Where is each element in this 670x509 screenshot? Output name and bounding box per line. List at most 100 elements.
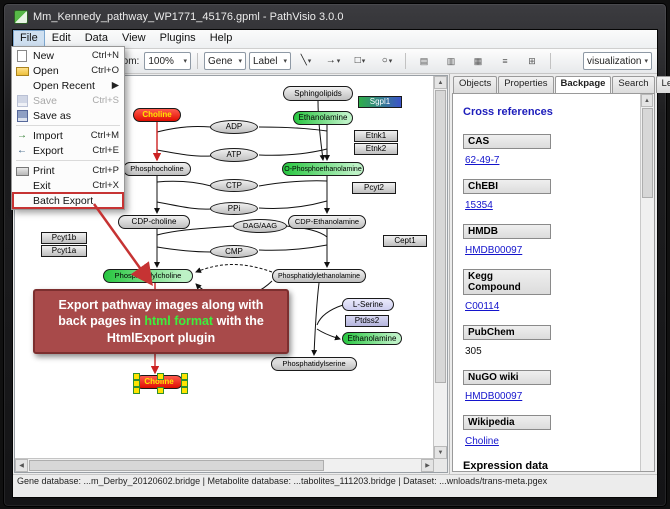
- oval-tool-button[interactable]: ○▾: [375, 51, 399, 71]
- pathway-node-sphingolipids[interactable]: Sphingolipids: [283, 86, 353, 101]
- vertical-scroll-thumb[interactable]: [435, 90, 446, 383]
- saveas-icon: [16, 109, 29, 122]
- menu-file[interactable]: File: [13, 30, 45, 48]
- titlebar[interactable]: Mm_Kennedy_pathway_WP1771_45176.gpml - P…: [14, 8, 656, 26]
- xref-link[interactable]: 15354: [465, 200, 493, 211]
- xref-link[interactable]: C00114: [465, 301, 500, 312]
- datanode-dropdown[interactable]: Gene ▾: [204, 52, 246, 70]
- selection-handle[interactable]: [181, 380, 188, 387]
- pathway-node-etnk2[interactable]: Etnk2: [354, 143, 398, 155]
- selection-handle[interactable]: [181, 387, 188, 394]
- rectangle-tool-button[interactable]: □▾: [348, 51, 372, 71]
- scroll-up-button[interactable]: ▲: [434, 76, 447, 89]
- pathway-node-phosphatidylserine[interactable]: Phosphatidylserine: [271, 357, 357, 371]
- window-title: Mm_Kennedy_pathway_WP1771_45176.gpml - P…: [33, 11, 344, 23]
- scroll-left-button[interactable]: ◀: [15, 459, 28, 472]
- tab-legend[interactable]: Legend: [655, 76, 670, 93]
- visualization-dropdown[interactable]: visualization ▾: [583, 52, 652, 70]
- tab-properties[interactable]: Properties: [498, 76, 554, 93]
- pathway-node-pcyt1b[interactable]: Pcyt1b: [41, 232, 87, 244]
- canvas-horizontal-scrollbar[interactable]: ◀ ▶: [15, 458, 434, 472]
- distribute-button[interactable]: ≡: [493, 51, 517, 71]
- pathway-node-cdp-choline[interactable]: CDP-choline: [118, 215, 190, 229]
- scroll-down-button[interactable]: ▼: [434, 446, 447, 459]
- xref-link[interactable]: Choline: [465, 436, 499, 447]
- panel-scrollbar[interactable]: ▲: [640, 94, 654, 471]
- label-dropdown-value: Label: [253, 55, 278, 67]
- pathway-node-cmp[interactable]: CMP: [210, 245, 258, 258]
- pathway-node-ppi[interactable]: PPi: [210, 202, 258, 215]
- align-horizontal-button[interactable]: ▤: [412, 51, 436, 71]
- tab-objects[interactable]: Objects: [453, 76, 498, 93]
- pathway-node-phosphatidylcholine[interactable]: Phosphatidylcholine: [103, 269, 193, 283]
- arrow-icon: →: [325, 55, 336, 66]
- pathway-node-o-phosphoethanolamine[interactable]: O-Phosphoethanolamine: [282, 162, 364, 176]
- menu-data[interactable]: Data: [84, 32, 108, 44]
- selection-handle[interactable]: [157, 373, 164, 380]
- file-menu-item-open-recent[interactable]: Open Recent▶: [13, 78, 123, 93]
- pathway-node-phosphatidylethanolamine[interactable]: Phosphatidylethanolamine: [272, 269, 366, 283]
- pathway-node-dag-aag[interactable]: DAG/AAG: [233, 219, 287, 233]
- selection-handle[interactable]: [181, 373, 188, 380]
- pathway-node-choline[interactable]: Choline: [133, 108, 181, 122]
- horizontal-scroll-track[interactable]: [28, 459, 421, 472]
- stack-button[interactable]: ⊞: [520, 51, 544, 71]
- xref-link[interactable]: 62-49-7: [465, 155, 500, 166]
- pathway-node-atp[interactable]: ATP: [210, 148, 258, 162]
- align-vertical-button[interactable]: ▥: [439, 51, 463, 71]
- canvas-vertical-scrollbar[interactable]: ▲ ▼: [433, 76, 447, 459]
- line-tool-button[interactable]: ╲▾: [294, 51, 318, 71]
- selection-handle[interactable]: [157, 387, 164, 394]
- menu-help[interactable]: Help: [209, 32, 233, 44]
- pathway-node-l-serine[interactable]: L-Serine: [342, 298, 394, 311]
- tab-backpage[interactable]: Backpage: [554, 76, 612, 93]
- selection-handle[interactable]: [133, 380, 140, 387]
- pathway-node-ptdss2[interactable]: Ptdss2: [345, 315, 389, 327]
- menu-view[interactable]: View: [121, 32, 146, 44]
- menu-plugins[interactable]: Plugins: [159, 32, 196, 44]
- app-window: Mm_Kennedy_pathway_WP1771_45176.gpml - P…: [3, 3, 670, 507]
- pathway-node-pcyt2[interactable]: Pcyt2: [352, 182, 396, 194]
- align-grid-button[interactable]: ▦: [466, 51, 490, 71]
- pathway-node-pcyt1a[interactable]: Pcyt1a: [41, 245, 87, 257]
- chevron-down-icon: ▾: [283, 58, 287, 65]
- panel-scroll-up-button[interactable]: ▲: [641, 94, 653, 107]
- xref-link[interactable]: HMDB00097: [465, 245, 523, 256]
- arrow-tool-button[interactable]: →▾: [321, 51, 345, 71]
- file-menu-item-save-as[interactable]: Save as: [13, 108, 123, 123]
- zoom-combobox[interactable]: 100% ▾: [144, 52, 191, 70]
- pathway-node-choline[interactable]: Choline: [133, 373, 188, 394]
- pathway-node-cept1[interactable]: Cept1: [383, 235, 427, 247]
- file-menu-item-batch-export[interactable]: Batch Export: [12, 192, 124, 209]
- horizontal-scroll-thumb[interactable]: [29, 460, 324, 471]
- pathway-node-sgpl1[interactable]: Sgpl1: [358, 96, 402, 108]
- menu-edit[interactable]: Edit: [51, 32, 71, 44]
- pathway-node-ethanolamine[interactable]: Ethanolamine: [293, 111, 353, 125]
- vertical-scroll-track[interactable]: [434, 89, 447, 446]
- selection-handle[interactable]: [133, 373, 140, 380]
- pathway-node-cdp-ethanolamine[interactable]: CDP-Ethanolamine: [288, 215, 366, 229]
- pathway-node-etnk1[interactable]: Etnk1: [354, 130, 398, 142]
- pathway-node-phosphocholine[interactable]: Phosphocholine: [123, 162, 191, 176]
- scroll-right-button[interactable]: ▶: [421, 459, 434, 472]
- xref-link[interactable]: HMDB00097: [465, 391, 523, 402]
- selection-handle[interactable]: [133, 387, 140, 394]
- panel-scroll-thumb[interactable]: [642, 108, 653, 198]
- label-dropdown[interactable]: Label ▾: [249, 52, 291, 70]
- xref-source-name: PubChem: [463, 325, 551, 340]
- pathway-node-ethanolamine[interactable]: Ethanolamine: [342, 332, 402, 345]
- scrollbar-corner: [434, 459, 447, 472]
- pathway-node-adp[interactable]: ADP: [210, 120, 258, 134]
- tab-search[interactable]: Search: [612, 76, 655, 93]
- pathway-node-ctp[interactable]: CTP: [210, 179, 258, 192]
